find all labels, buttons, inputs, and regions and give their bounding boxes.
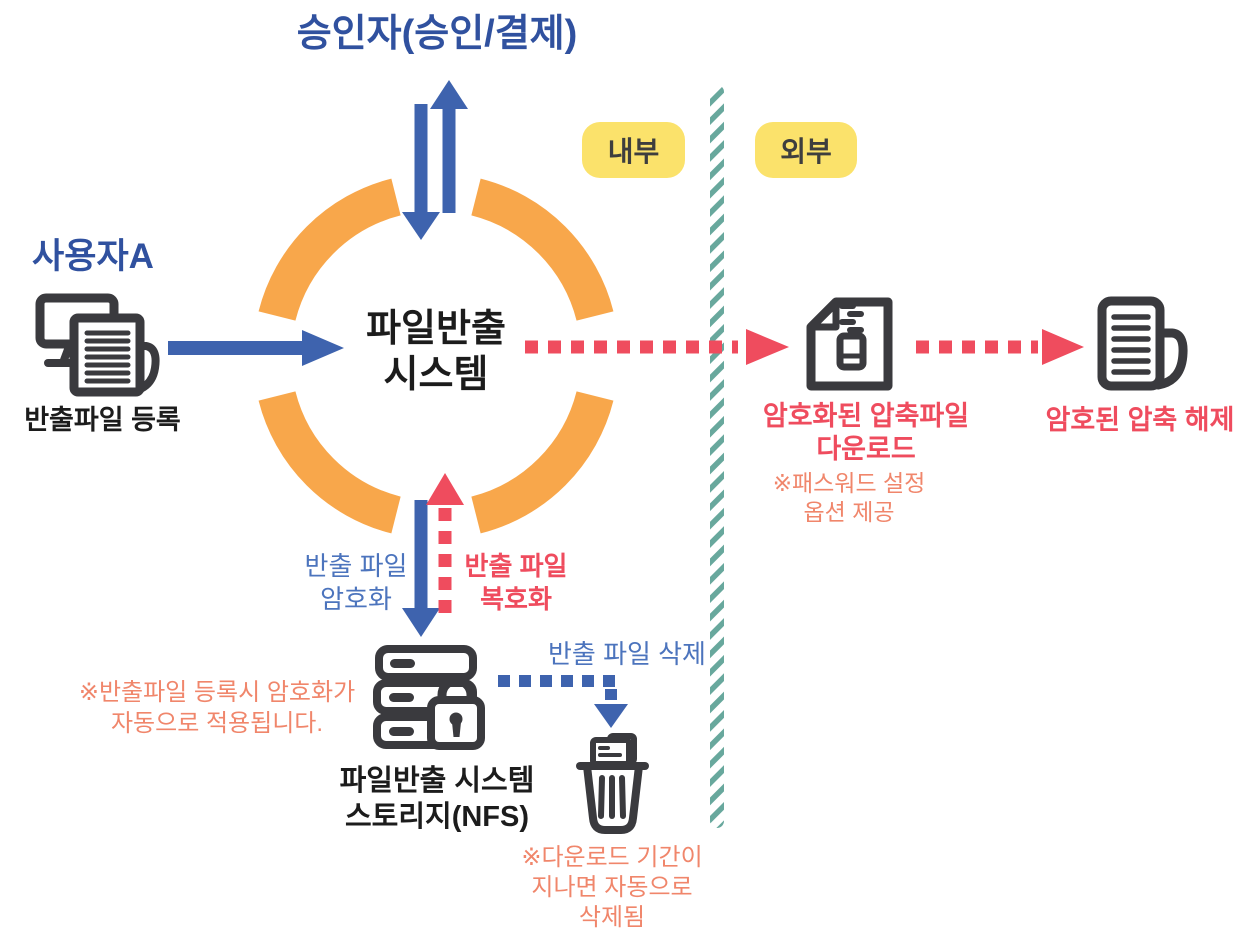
download-label: 암호화된 압축파일 다운로드: [716, 400, 1016, 466]
system-label-line1: 파일반출: [366, 308, 506, 350]
zone-badge-external: 외부: [755, 122, 857, 178]
encrypt-label-line1: 반출 파일: [304, 551, 408, 581]
storage-name-line1: 파일반출 시스템: [339, 765, 535, 797]
user-caption: 반출파일 등록: [24, 405, 181, 435]
encrypt-label-line2: 암호화: [320, 584, 392, 614]
storage-note-line1: ※반출파일 등록시 암호화가: [78, 679, 356, 706]
trash-icon: [576, 733, 649, 834]
extract-label: 암호된 압축 해제: [1045, 405, 1235, 435]
storage-note: ※반출파일 등록시 암호화가 자동으로 적용됩니다.: [47, 677, 387, 739]
storage-name: 파일반출 시스템 스토리지(NFS): [307, 763, 567, 835]
delete-label: 반출 파일 삭제: [548, 639, 706, 669]
arrow-approver-to-system: [402, 104, 440, 240]
decrypt-label-line1: 반출 파일: [464, 551, 568, 581]
unzipped-document-icon: [1097, 296, 1188, 391]
trash-note-line2: 지나면 자동으로: [531, 874, 693, 901]
storage-note-line2: 자동으로 적용됩니다.: [110, 710, 324, 737]
system-label-line2: 시스템: [383, 354, 489, 396]
user-device-icon: [35, 293, 160, 397]
download-label-line1: 암호화된 압축파일: [762, 401, 970, 431]
arrow-system-to-download: [525, 329, 789, 365]
arrow-system-to-storage: [402, 500, 440, 637]
arrow-storage-to-trash: [498, 675, 628, 728]
zone-badge-internal: 내부: [582, 122, 685, 178]
trash-note: ※다운로드 기간이 지나면 자동으로 삭제됨: [487, 843, 737, 933]
zone-external-label: 외부: [780, 136, 832, 167]
zone-divider: [710, 85, 724, 828]
download-label-line2: 다운로드: [816, 434, 916, 464]
zone-internal-label: 내부: [607, 136, 660, 167]
system-ring: [258, 178, 614, 534]
download-note-line2: 옵션 제공: [803, 499, 895, 525]
arrow-storage-to-system: [426, 473, 464, 613]
encrypt-label: 반출 파일 암호화: [281, 550, 431, 616]
system-label: 파일반출 시스템: [336, 306, 536, 398]
decrypt-label: 반출 파일 복호화: [441, 550, 591, 616]
decrypt-label-line2: 복호화: [480, 584, 552, 614]
storage-name-line2: 스토리지(NFS): [344, 801, 530, 833]
storage-lock-icon: [373, 645, 485, 750]
arrow-system-to-approver: [430, 80, 468, 213]
zip-file-icon: [806, 297, 893, 391]
trash-note-line1: ※다운로드 기간이: [521, 844, 703, 871]
approver-title: 승인자(승인/결제): [296, 13, 578, 55]
arrow-download-to-extract: [916, 329, 1084, 365]
user-title: 사용자A: [32, 237, 154, 276]
arrow-user-to-system: [168, 330, 344, 366]
trash-note-line3: 삭제됨: [578, 904, 646, 931]
download-note: ※패스워드 설정 옵션 제공: [724, 469, 974, 527]
download-note-line1: ※패스워드 설정: [772, 470, 926, 496]
